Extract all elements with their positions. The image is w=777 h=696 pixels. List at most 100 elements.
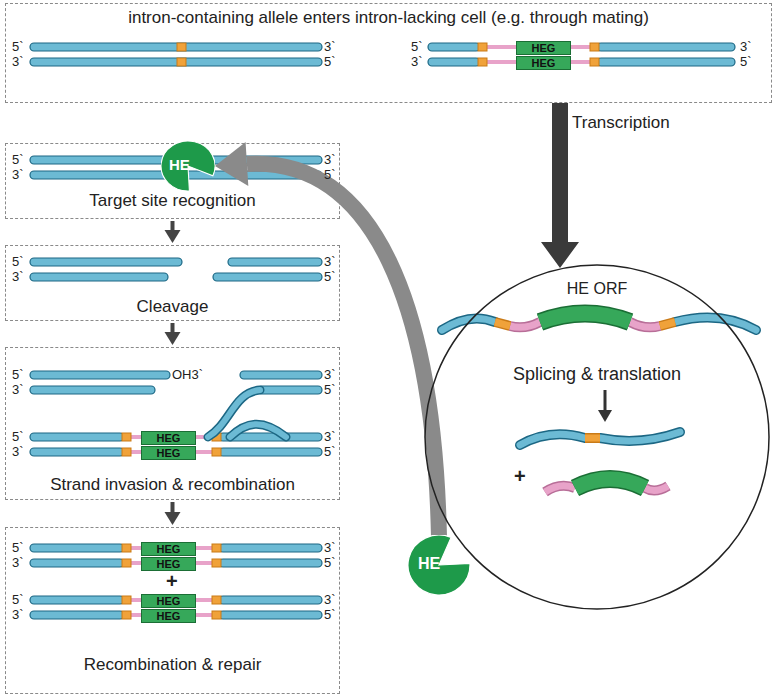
exon-junction	[122, 433, 131, 441]
dna-strand	[219, 596, 322, 604]
stage-caption: HE ORF	[424, 280, 770, 298]
mrna-intron	[630, 322, 660, 327]
heg-box: HEG	[516, 41, 571, 55]
step-arrow	[171, 502, 175, 513]
spliced-mrna	[600, 432, 680, 441]
heg-box: HEG	[141, 594, 196, 608]
splice-site	[495, 322, 510, 326]
strand-end-label: 3`	[324, 540, 336, 556]
excised-intron	[645, 486, 668, 491]
strand-end-label: 5`	[324, 167, 336, 183]
dna-strand	[219, 448, 322, 456]
stage-caption: intron-containing allele enters intron-l…	[6, 8, 771, 28]
exon-junction	[212, 544, 221, 552]
heg-label: HEG	[157, 447, 181, 459]
heg-label: HEG	[157, 432, 181, 444]
stage-caption: Cleavage	[6, 297, 339, 317]
dna-strand	[30, 273, 168, 281]
mrna-exon	[675, 318, 756, 331]
heg-box: HEG	[141, 609, 196, 623]
circle-outline	[424, 264, 770, 610]
exon-junction	[478, 58, 487, 66]
strand-end-label: 3`	[12, 444, 24, 460]
dna-strand	[30, 611, 124, 619]
spliced-mrna	[520, 434, 585, 445]
strand-end-label: 5`	[324, 54, 336, 70]
target-site	[177, 43, 186, 51]
exon-junction	[212, 611, 221, 619]
splice-site	[660, 322, 675, 326]
dna-strand	[30, 596, 124, 604]
strand-end-label: 5`	[12, 152, 24, 168]
dna-strand	[428, 58, 480, 66]
strand-end-label: 3`	[12, 555, 24, 571]
heg-label: HEG	[532, 57, 556, 69]
dna-strand	[30, 371, 170, 379]
dna-strand	[228, 258, 322, 266]
edge-label: Transcription	[572, 113, 670, 133]
strand-end-label: 3`	[12, 54, 24, 70]
strand-end-label: 3`	[411, 54, 423, 70]
strand-end-label: 5`	[12, 592, 24, 608]
plus-sign: +	[166, 570, 178, 593]
strand-end-label: 3`	[324, 367, 336, 383]
exon-junction	[212, 559, 221, 567]
dna-strand	[219, 544, 322, 552]
strand-end-label: 3`	[12, 269, 24, 285]
d-loop-strand	[230, 424, 286, 437]
stage-caption: Strand invasion & recombination	[6, 475, 339, 495]
stage-caption: Target site recognition	[6, 191, 339, 211]
strand-end-label: 5`	[12, 39, 24, 55]
intron	[568, 45, 590, 49]
dna-strand	[213, 273, 322, 281]
dna-strand	[240, 371, 322, 379]
step-arrow	[171, 323, 175, 333]
heg-box: HEG	[516, 56, 571, 70]
strand-end-label: 5`	[12, 254, 24, 270]
exon-junction	[212, 448, 221, 456]
heg-box: HEG	[141, 446, 196, 460]
intron	[487, 45, 517, 49]
exon-junction	[478, 43, 487, 51]
arrowhead	[215, 142, 248, 186]
step-arrowhead	[598, 410, 612, 422]
mrna-exon	[442, 318, 495, 330]
mrna-exon	[675, 318, 756, 331]
strand-end-label: 3`	[324, 592, 336, 608]
endonuclease-symbol: HE	[408, 535, 470, 595]
dna-strand	[30, 43, 322, 51]
he-orf	[540, 314, 630, 323]
strand-end-label: 5`	[12, 540, 24, 556]
excised-orf	[575, 479, 645, 488]
strand-end-label: 5`	[324, 555, 336, 571]
process-circle: HE ORFSplicing & translationHE	[424, 264, 770, 610]
dna-strand	[30, 258, 182, 266]
stage-box: intron-containing allele enters intron-l…	[5, 3, 772, 103]
mrna-intron	[510, 322, 540, 327]
dna-strand	[258, 386, 322, 394]
connector-arrow	[165, 502, 181, 525]
plus-sign: +	[514, 465, 526, 488]
mrna-intron	[510, 322, 540, 327]
dna-strand	[30, 559, 124, 567]
exon-junction	[122, 544, 131, 552]
strand-end-label: 3`	[324, 429, 336, 445]
heg-label: HEG	[532, 42, 556, 54]
heg-box: HEG	[141, 542, 196, 556]
heg-label: HEG	[157, 610, 181, 622]
strand-end-label: 3`	[324, 39, 336, 55]
strand-end-label: 5`	[324, 382, 336, 398]
dna-strand	[30, 448, 124, 456]
excised-orf	[575, 479, 645, 488]
heg-box: HEG	[141, 431, 196, 445]
step-arrow	[604, 390, 607, 412]
strand-end-label: 3`	[12, 607, 24, 623]
strand-end-label: 5`	[324, 269, 336, 285]
dna-strand	[219, 559, 322, 567]
strand-end-label: 3`	[740, 39, 752, 55]
protein-label: HE	[169, 156, 190, 173]
stage-caption: Splicing & translation	[424, 364, 770, 385]
excised-intron	[545, 486, 575, 492]
